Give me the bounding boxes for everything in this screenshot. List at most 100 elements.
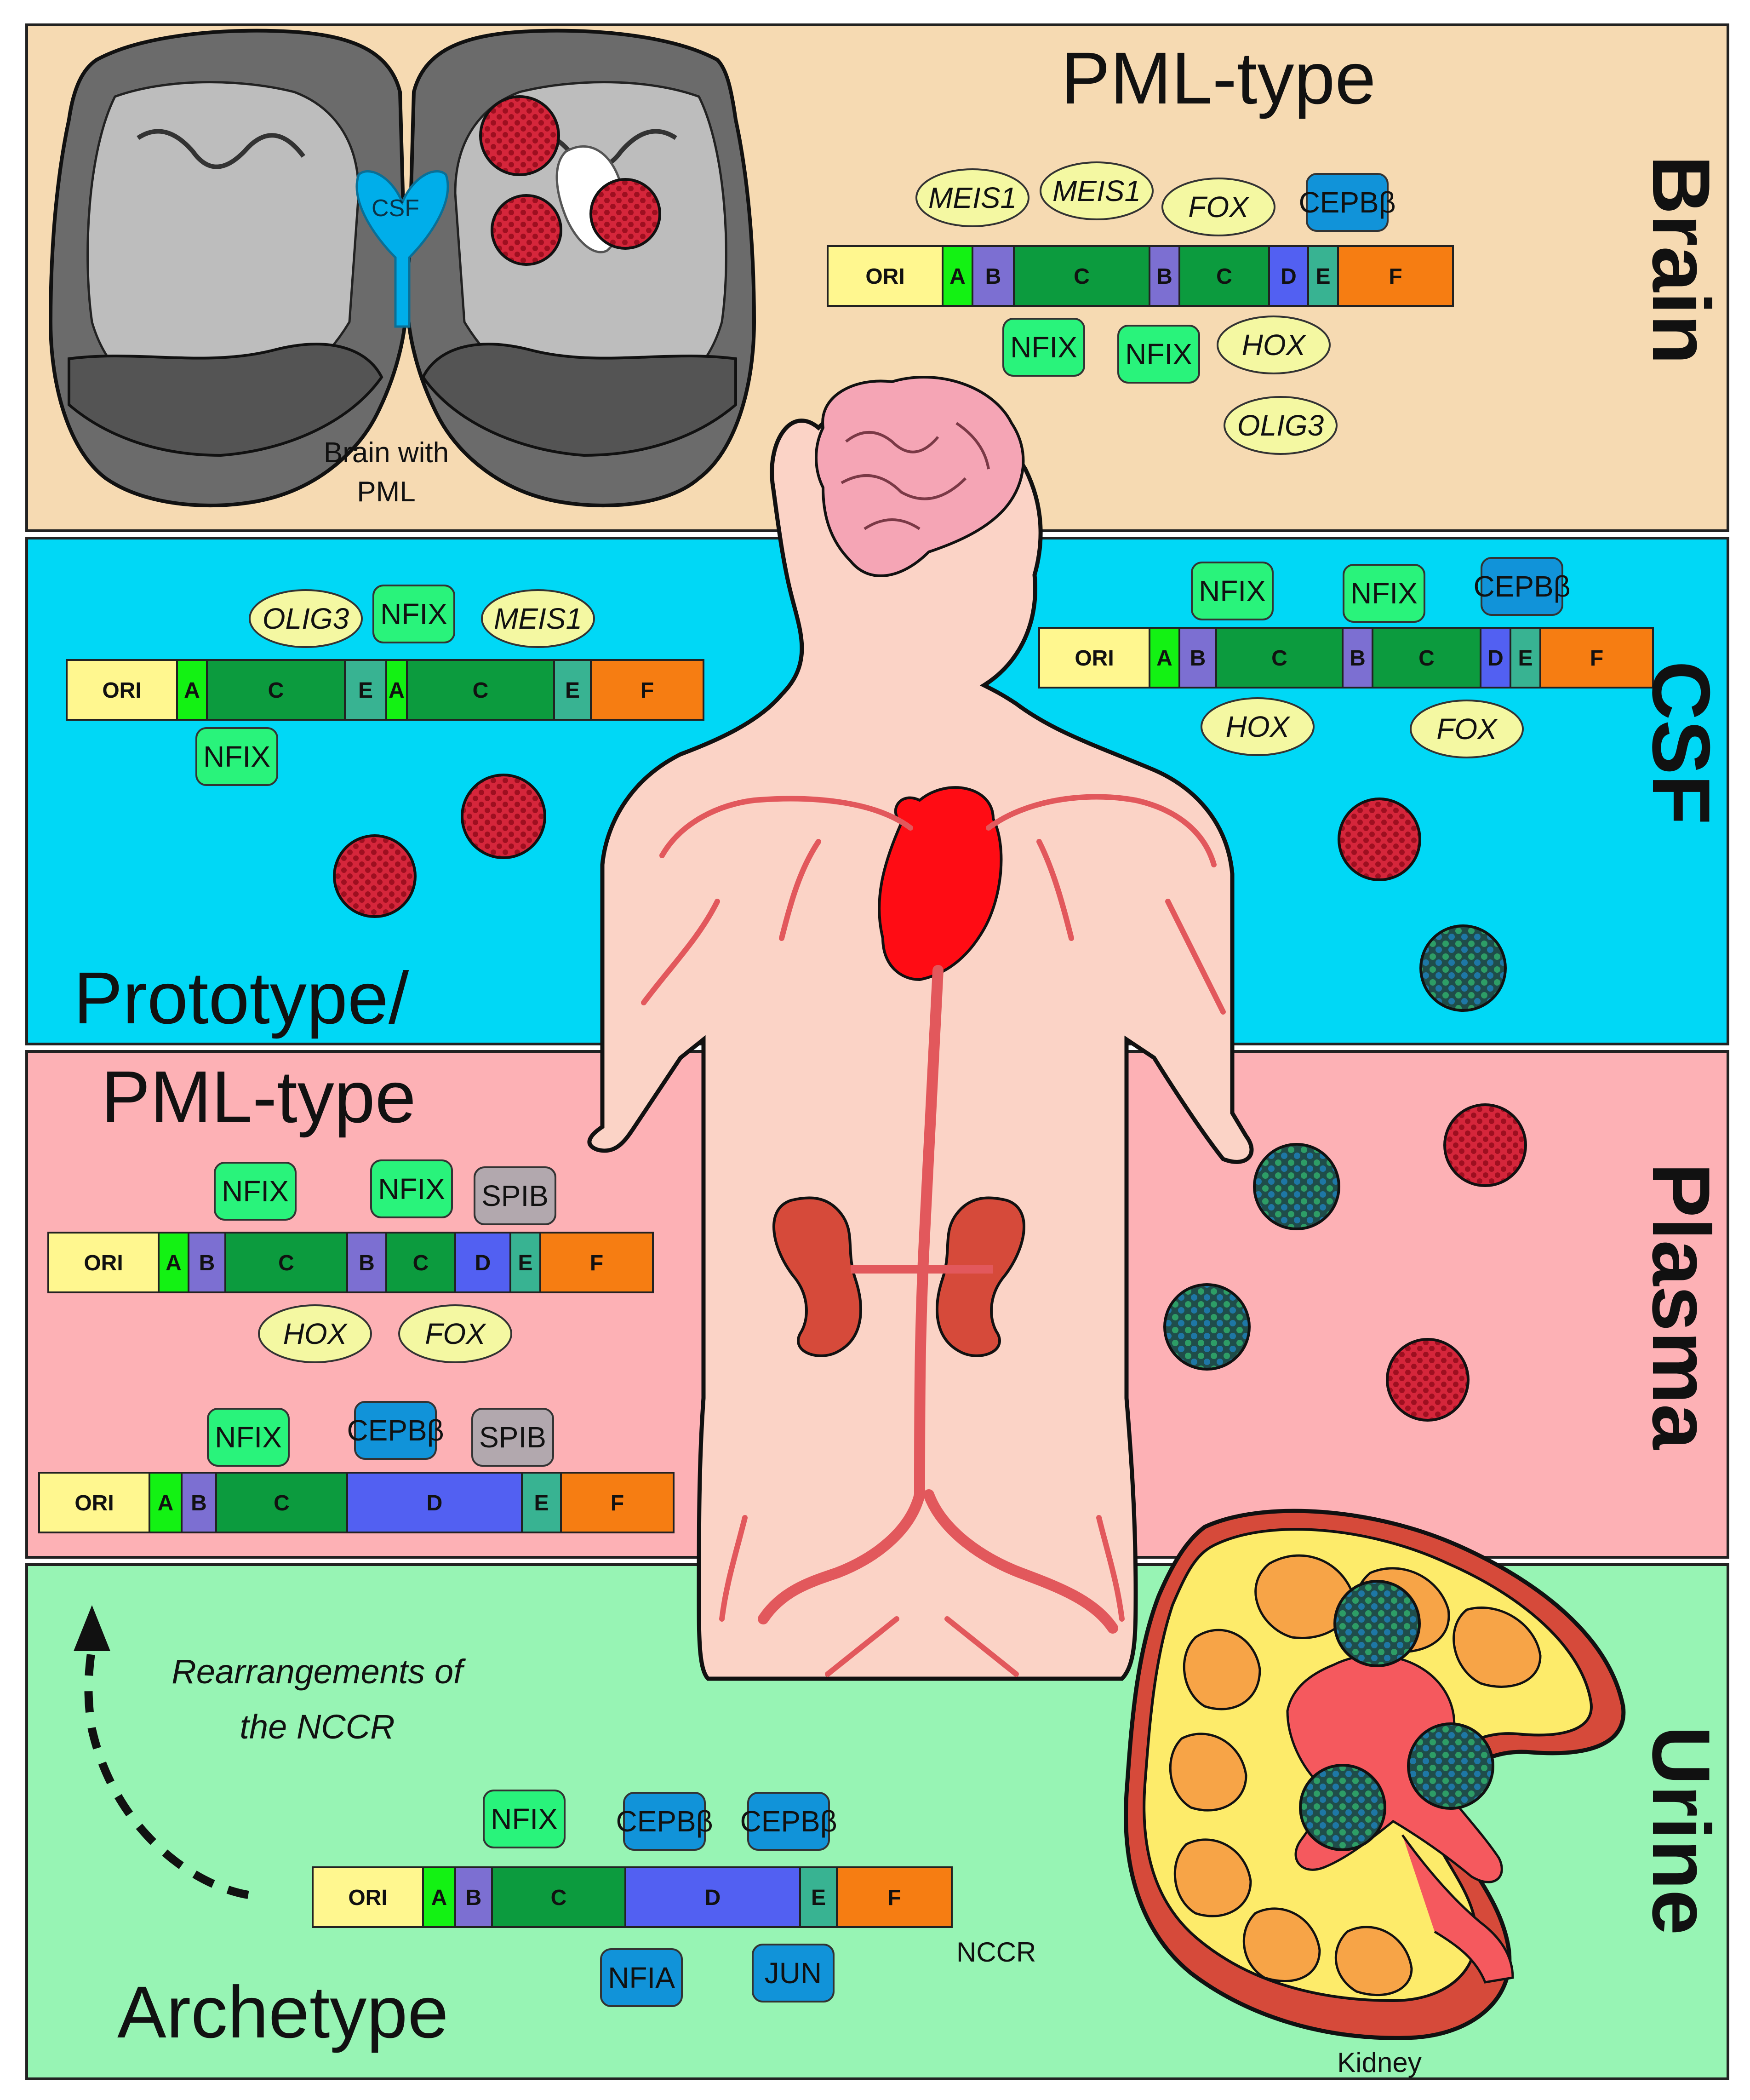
factor-label: MEIS1 [928,181,1017,214]
nccr-segment-label: A [431,1886,447,1910]
nccr-segment-label: C [1216,264,1232,289]
nccr-segment-f [836,1866,953,1928]
nccr-segment-ori [66,659,178,721]
nccr-segment-c [385,1232,456,1293]
nccr-segment-label: E [811,1886,826,1910]
factor-label: HOX [1242,328,1307,361]
virion-dark [1419,924,1507,1012]
nccr-segment-label: F [590,1251,603,1275]
virion-dark [1163,1283,1251,1371]
factor-label: CEPBβ [1473,570,1570,603]
nccr-segment-label: B [466,1886,482,1910]
nccr-segment-label: B [359,1251,375,1275]
factor-label: MEIS1 [494,602,582,635]
factor-fox: FOX [398,1304,512,1363]
factor-label: NFIA [608,1961,675,1994]
nccr-segment-f [590,659,704,721]
factor-label: FOX [425,1317,486,1350]
nccr-segment-label: C [268,678,284,703]
aorta-vessel [758,965,1118,1634]
nccr-segment-label: D [427,1491,443,1515]
factor-label: FOX [1188,190,1250,224]
virion-red [1338,798,1421,881]
virion-red [479,95,560,176]
factor-nfix: NFIX [372,585,455,643]
nccr-segment-label: ORI [102,678,141,703]
nccr-segment-a [942,245,973,307]
nccr-segment-c [1215,627,1344,689]
factor-label: NFIX [222,1175,289,1208]
factor-cepb: CEPBβ [1473,557,1571,616]
side-label-urine: Urine [1636,1726,1727,1935]
nccr-segment-label: ORI [1075,646,1114,671]
factor-nfix: NFIX [483,1790,566,1848]
factor-hox: HOX [1217,316,1331,374]
nccr-segment-b [346,1232,387,1293]
factor-hox: HOX [1201,697,1315,756]
kidney-illustration [1124,1509,1626,2040]
csf-ventricle [355,170,449,328]
factor-nfix: NFIX [214,1162,297,1221]
nccr-segment-label: E [534,1491,549,1515]
nccr-segment-b [181,1472,217,1533]
nccr-segment-label: ORI [348,1886,387,1910]
virion-red [1443,1103,1527,1187]
factor-label: NFIX [203,740,270,773]
csf-label-brain: CSF [372,195,419,222]
factor-meis1: MEIS1 [481,589,595,648]
virion-red [461,774,546,859]
nccr-segment-e [1510,627,1541,689]
nccr-segment-c [1013,245,1150,307]
nccr-segment-label: E [518,1251,532,1275]
nccr-segment-b [1342,627,1373,689]
nccr-segment-label: E [1518,646,1533,671]
factor-hox: HOX [258,1304,372,1363]
nccr-segment-label: A [949,264,966,289]
left-kidney-organ [772,1196,862,1357]
factor-label: NFIX [1010,331,1077,364]
factor-label: SPIB [479,1421,546,1454]
nccr-segment-label: C [1418,646,1435,671]
factor-label: SPIB [481,1179,549,1212]
nccr-segment-label: A [184,678,200,703]
nccr-segment-a [158,1232,189,1293]
factor-label: NFIX [491,1802,558,1836]
factor-spib: SPIB [474,1166,556,1225]
nccr-segment-c [224,1232,348,1293]
factor-label: MEIS1 [1052,174,1141,207]
nccr-segment-label: D [475,1251,491,1275]
factor-cepb: CEPBβ [740,1792,837,1851]
nccr-segment-d [1480,627,1511,689]
rearrangement-arrowhead [74,1605,110,1651]
archetype-title: Archetype [117,1971,448,2053]
factor-nfix: NFIX [370,1159,453,1218]
nccr-segment-b [188,1232,226,1293]
human-body-illustration [587,376,1254,1681]
nccr-segment-c [1372,627,1481,689]
brain-caption-line1: Brain with [324,437,449,469]
factor-label: CEPBβ [616,1805,713,1838]
nccr-segment-label: A [158,1491,174,1515]
factor-cepb: CEPBβ [347,1401,444,1460]
nccr-segment-label: C [1271,646,1287,671]
virion-red [589,178,661,250]
factor-fox: FOX [1161,178,1275,236]
nccr-segment-label: B [191,1491,207,1515]
factor-label: NFIX [1125,338,1192,371]
nccr-segment-label: B [1156,264,1172,289]
nccr-segment-d [1268,245,1309,307]
nccr-segment-label: E [1315,264,1330,289]
nccr-segment-a [149,1472,183,1533]
factor-meis1: MEIS1 [915,168,1029,227]
nccr-segment-label: ORI [84,1251,123,1275]
nccr-segment-label: F [611,1491,624,1515]
factor-nfia: NFIA [600,1948,683,2007]
factor-nfix: NFIX [1191,562,1274,620]
factor-label: NFIX [1350,577,1418,610]
